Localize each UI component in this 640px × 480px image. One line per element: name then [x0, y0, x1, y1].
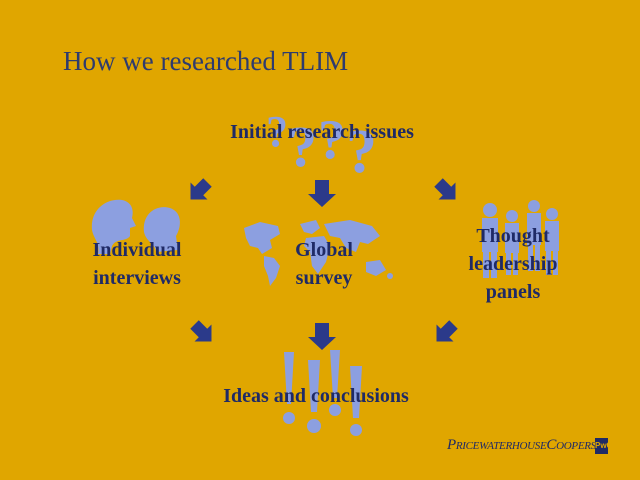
global-line1: Global — [295, 239, 353, 261]
brand-logo-text: PricewaterhouseCoopers — [447, 437, 596, 453]
slide-title: How we researched TLIM — [63, 46, 349, 76]
arrow-down-center — [308, 180, 336, 207]
person-head-icon — [91, 199, 180, 254]
svg-text:?: ? — [346, 118, 377, 180]
ideas-and-conclusions-label: Ideas and conclusions — [223, 385, 409, 407]
question-marks-icon: ? ? ? ? — [266, 107, 377, 180]
thought-line1: Thought — [476, 225, 550, 247]
world-map-icon — [244, 220, 393, 286]
thought-leadership-panels-label: Thought leadership panels — [448, 222, 578, 306]
svg-text:?: ? — [266, 107, 288, 156]
brand-seal-icon: PwC — [595, 438, 612, 454]
thought-line2: leadership — [468, 253, 558, 275]
exclamation-marks-icon — [283, 350, 362, 436]
individual-line2: interviews — [93, 267, 181, 289]
initial-research-issues-label: Initial research issues — [230, 121, 414, 143]
people-group-icon — [482, 200, 559, 278]
arrow-lower-right — [436, 320, 458, 342]
arrow-down-right — [434, 178, 456, 200]
global-line2: survey — [295, 267, 353, 289]
individual-line1: Individual — [92, 239, 182, 261]
global-survey-label: Global survey — [278, 236, 370, 292]
arrow-lower-left — [190, 320, 212, 342]
thought-line3: panels — [485, 281, 541, 303]
arrow-down-left — [190, 178, 212, 200]
arrow-lower-center — [308, 323, 336, 350]
svg-text:?: ? — [288, 114, 317, 179]
individual-interviews-label: Individual interviews — [78, 236, 196, 292]
svg-text:?: ? — [318, 109, 346, 171]
